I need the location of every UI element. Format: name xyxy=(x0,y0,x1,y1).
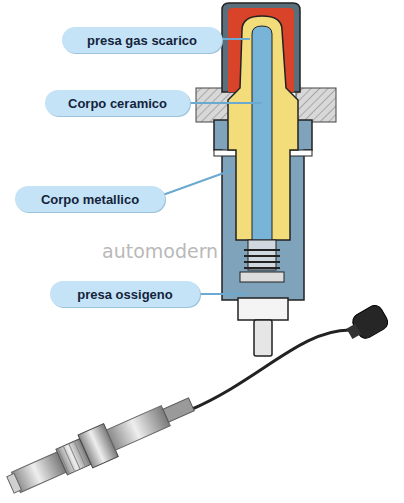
label-text: Corpo ceramico xyxy=(68,96,167,111)
label-text: presa gas scarico xyxy=(87,33,197,48)
callout-label: presa gas scarico xyxy=(62,27,222,53)
callout-label: Corpo ceramico xyxy=(45,90,190,116)
label-text: presa ossigeno xyxy=(77,287,172,302)
label-text: Corpo metallico xyxy=(41,192,139,207)
callout-label: Corpo metallico xyxy=(15,186,165,212)
watermark: automodern xyxy=(102,240,218,262)
callout-label: presa ossigeno xyxy=(50,281,200,307)
